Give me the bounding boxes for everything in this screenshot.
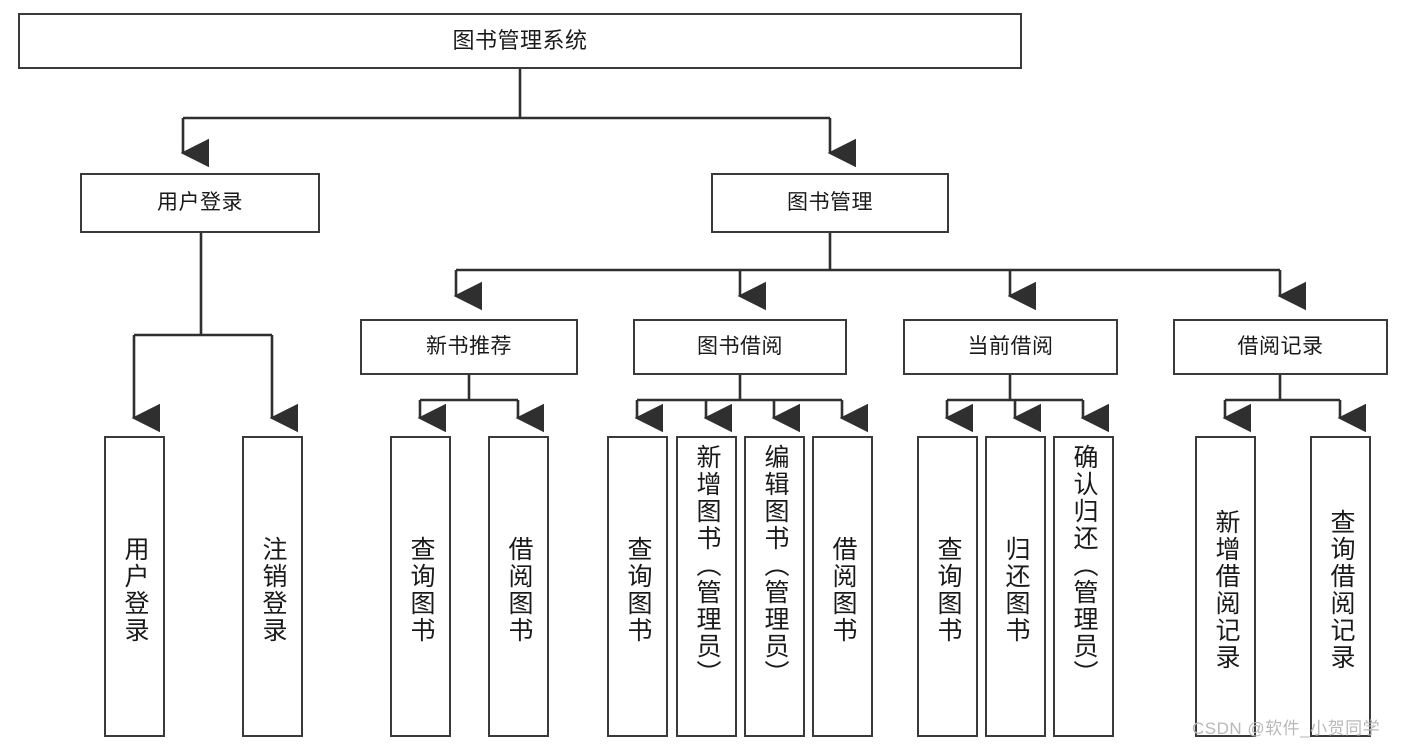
- node-book-borrow[interactable]: 图书借阅: [633, 319, 847, 375]
- leaf-book-borrow-query-book[interactable]: 查询图书: [607, 436, 668, 737]
- node-label: 归还图书: [1002, 535, 1030, 644]
- node-label: 新增图书（管理员）: [693, 444, 721, 687]
- leaf-borrow-record-query-record[interactable]: 查询借阅记录: [1310, 436, 1371, 737]
- node-current-borrow[interactable]: 当前借阅: [903, 319, 1118, 375]
- node-label: 图书管理系统: [452, 28, 588, 54]
- node-label: 注销登录: [259, 535, 287, 644]
- node-label: 借阅记录: [1237, 334, 1324, 358]
- leaf-current-borrow-query-book[interactable]: 查询图书: [917, 436, 978, 737]
- node-label: 当前借阅: [967, 334, 1054, 358]
- node-label: 查询图书: [624, 535, 652, 644]
- node-label: 新书推荐: [426, 334, 512, 358]
- node-label: 查询图书: [934, 535, 962, 644]
- node-new-book-recommend[interactable]: 新书推荐: [360, 319, 578, 375]
- node-label: 查询图书: [407, 535, 435, 644]
- leaf-new-book-query-book[interactable]: 查询图书: [390, 436, 451, 737]
- leaf-book-borrow-add-book-admin[interactable]: 新增图书（管理员）: [676, 436, 737, 737]
- node-label: 确认归还（管理员）: [1070, 444, 1098, 687]
- leaf-user-login-logout[interactable]: 注销登录: [242, 436, 303, 737]
- leaf-current-borrow-confirm-return-admin[interactable]: 确认归还（管理员）: [1053, 436, 1114, 737]
- node-label: 用户登录: [121, 535, 149, 644]
- node-label: 借阅图书: [505, 535, 533, 644]
- node-root-book-management-system[interactable]: 图书管理系统: [18, 13, 1022, 69]
- leaf-borrow-record-add-record[interactable]: 新增借阅记录: [1195, 436, 1256, 737]
- node-book-management[interactable]: 图书管理: [711, 173, 949, 233]
- node-label: 编辑图书（管理员）: [761, 444, 789, 687]
- leaf-new-book-borrow-book[interactable]: 借阅图书: [488, 436, 549, 737]
- node-label: 图书借阅: [697, 334, 783, 358]
- node-label: 查询借阅记录: [1327, 508, 1355, 671]
- node-label: 图书管理: [787, 190, 873, 214]
- node-borrow-record[interactable]: 借阅记录: [1173, 319, 1388, 375]
- leaf-book-borrow-borrow-book[interactable]: 借阅图书: [812, 436, 873, 737]
- node-label: 新增借阅记录: [1212, 508, 1240, 671]
- leaf-user-login-user-login[interactable]: 用户登录: [104, 436, 165, 737]
- leaf-book-borrow-edit-book-admin[interactable]: 编辑图书（管理员）: [744, 436, 805, 737]
- node-label: 借阅图书: [829, 535, 857, 644]
- node-user-login[interactable]: 用户登录: [80, 173, 320, 233]
- leaf-current-borrow-return-book[interactable]: 归还图书: [985, 436, 1046, 737]
- node-label: 用户登录: [157, 190, 243, 214]
- csdn-watermark: CSDN @软件_小贺同学: [1192, 719, 1381, 738]
